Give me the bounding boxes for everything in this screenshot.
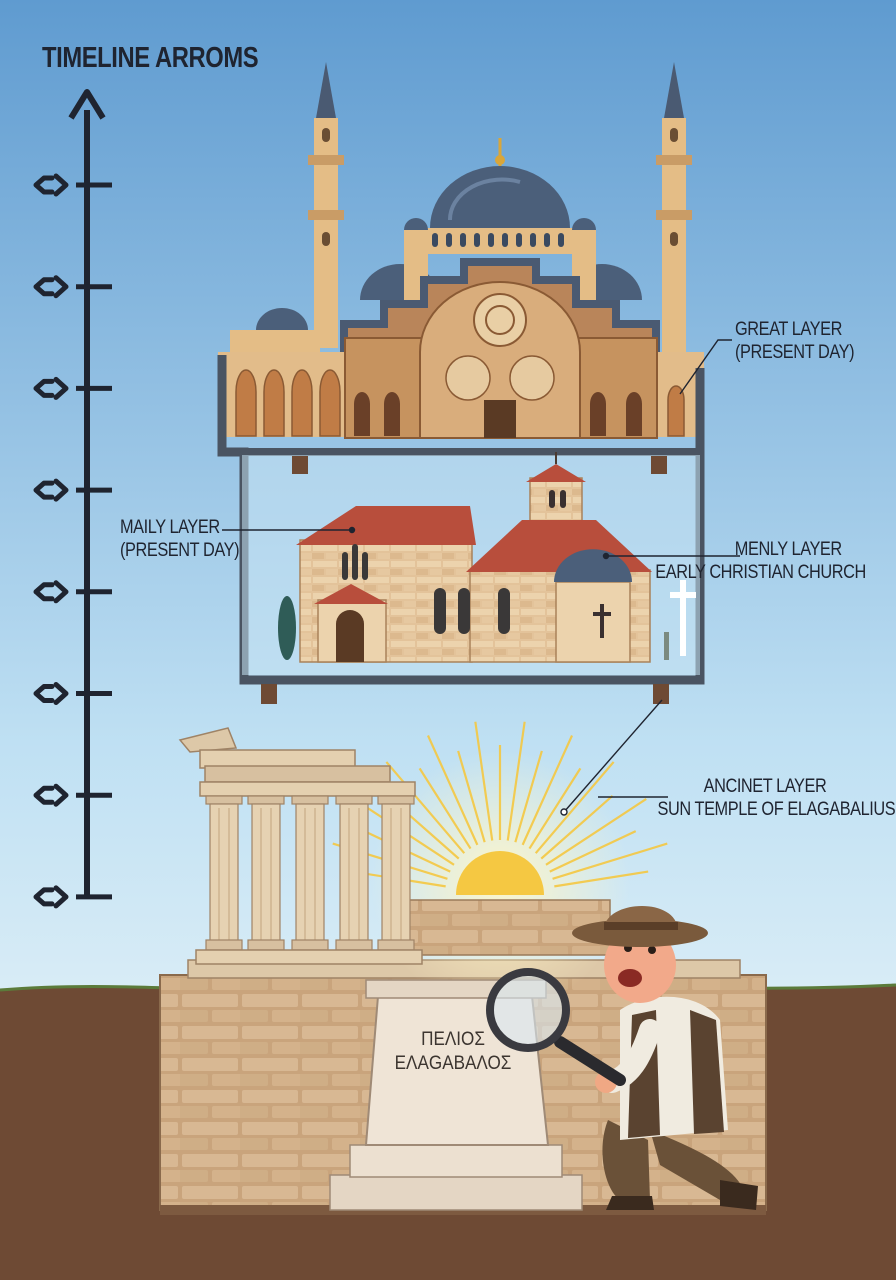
chevron-right-icon [33, 885, 69, 909]
inscription-line-1: ΠΕΛΙΟΣ [421, 1029, 485, 1050]
main-dome [430, 166, 570, 228]
timeline-tick [33, 682, 112, 705]
minaret-left [308, 62, 344, 348]
leader-lines [222, 339, 740, 816]
chevron-right-icon [33, 173, 69, 197]
chevron-right-icon [33, 783, 69, 807]
timeline [33, 89, 112, 909]
label-ancinet-layer-title: ANCINET LAYER [703, 776, 827, 797]
minaret-right [656, 62, 692, 368]
timeline-tick [33, 173, 112, 197]
label-great-layer: GREAT LAYER (PRESENT DAY) [735, 318, 855, 364]
label-ancinet-layer: ANCINET LAYER SUN TEMPLE OF ELAGABALIUS [657, 775, 896, 821]
chevron-right-icon [33, 275, 69, 299]
church-layer [278, 452, 696, 663]
label-ancinet-layer-sub: SUN TEMPLE OF ELAGABALIUS [657, 799, 896, 820]
label-menly-layer-title: MENLY LAYER [734, 539, 842, 560]
label-maily-layer-title: MAILY LAYER [120, 517, 220, 538]
timeline-tick [33, 478, 112, 502]
page-title: TIMELINE ARROMS [42, 42, 259, 74]
label-maily-layer-sub: (PRESENT DAY) [120, 540, 240, 561]
timeline-tick [33, 580, 112, 604]
archaeologist [486, 905, 758, 1210]
chevron-right-icon [33, 580, 69, 604]
magnifier-icon [486, 968, 570, 1052]
chevron-right-icon [33, 376, 69, 400]
label-great-layer-sub: (PRESENT DAY) [735, 342, 855, 363]
arrow-up-icon [68, 89, 106, 120]
stele-inscription: ΠΕΛΙΟΣ ΕΛΑGΑΒΑΛΟΣ [380, 1028, 526, 1076]
label-menly-layer: MENLY LAYER EARLY CHRISTIAN CHURCH [655, 538, 866, 584]
inscription-line-2: ΕΛΑGΑΒΑΛΟΣ [394, 1053, 512, 1074]
chevron-right-icon [33, 478, 69, 502]
sun [456, 851, 544, 895]
timeline-tick [33, 885, 112, 909]
mosque-layer [218, 62, 704, 439]
timeline-tick [33, 783, 112, 807]
label-great-layer-title: GREAT LAYER [735, 319, 842, 340]
label-menly-layer-sub: EARLY CHRISTIAN CHURCH [655, 562, 866, 583]
label-maily-layer: MAILY LAYER (PRESENT DAY) [120, 516, 240, 562]
timeline-tick [33, 275, 112, 299]
chevron-right-icon [33, 682, 69, 705]
timeline-tick [33, 376, 112, 400]
